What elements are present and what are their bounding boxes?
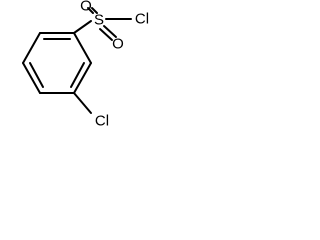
bond-ring-to-sulfur [73, 20, 92, 34]
chemical-structure-diagram: S O O Cl Cl [22, 0, 149, 130]
sulfonyl-group: S O O Cl [73, 0, 149, 53]
sulfur-atom-label: S [94, 12, 104, 29]
ring-chlorine-atom-label: Cl [95, 113, 109, 130]
ring-inner-double-bond-left [29, 62, 44, 88]
bond-sulfur-to-oxygen-bottom-a [99, 28, 113, 41]
bond-ring-to-chlorine [73, 92, 92, 114]
ring-chlorine-substituent: Cl [73, 92, 109, 130]
bond-sulfur-to-oxygen-bottom-b [103, 25, 117, 38]
ring-bond-c5-c6 [22, 62, 41, 94]
ring-bond-c2-c3 [73, 32, 92, 64]
oxygen-bottom-atom-label: O [112, 36, 124, 53]
oxygen-top-atom-label: O [80, 0, 92, 15]
benzene-ring [22, 32, 92, 94]
bond-sulfur-to-oxygen-top-b [91, 7, 98, 14]
ring-inner-double-bond-right [70, 62, 85, 88]
ring-bond-c3-c4 [73, 62, 92, 94]
ring-bond-c6-c1 [22, 32, 41, 64]
sulfonyl-chlorine-atom-label: Cl [135, 11, 149, 28]
bond-sulfur-to-oxygen-top-a [87, 7, 94, 14]
